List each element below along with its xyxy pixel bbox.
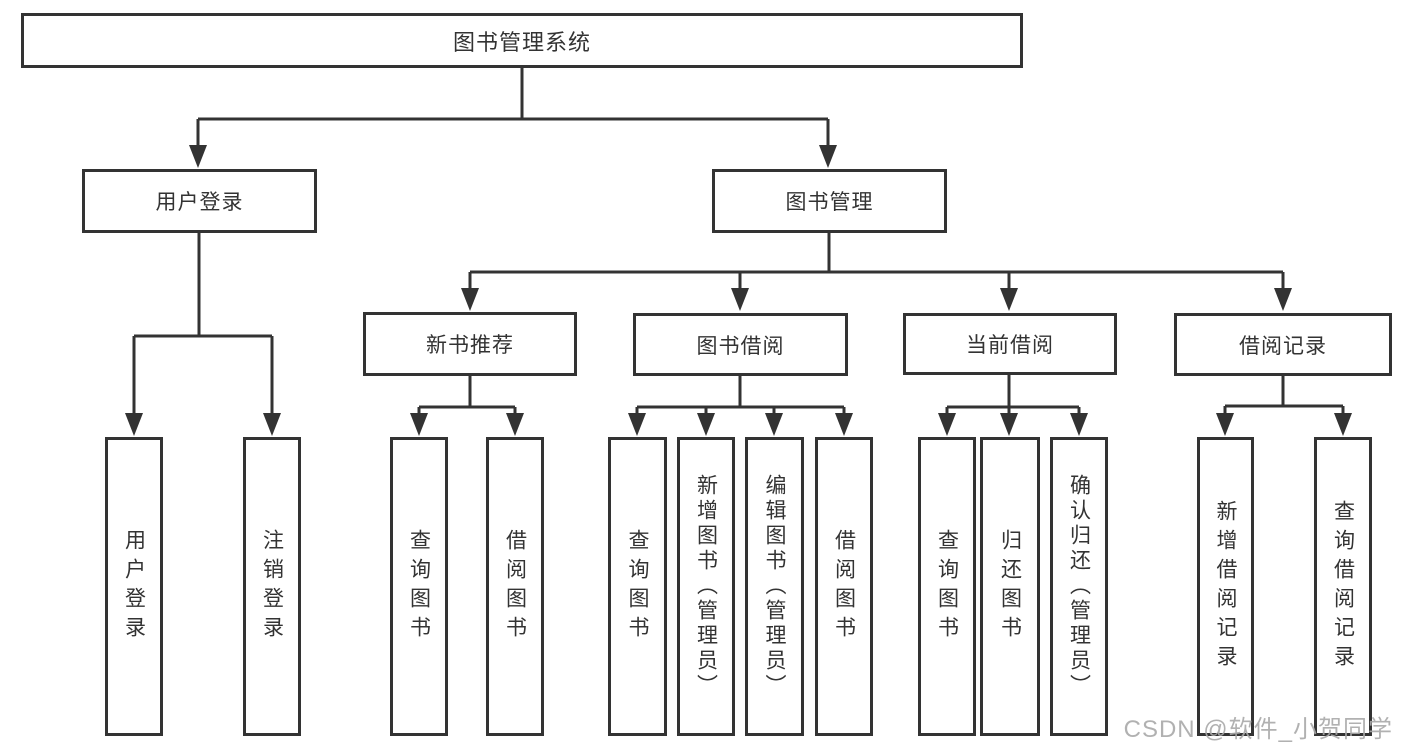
arrowhead (263, 413, 281, 436)
node-book-management: 图书管理 (712, 169, 947, 233)
arrowhead (125, 413, 143, 436)
node-root: 图书管理系统 (21, 13, 1023, 68)
node-return-books-label: 归还图书 (998, 528, 1022, 645)
node-book-borrow-label: 图书借阅 (696, 334, 785, 358)
node-book-borrow: 图书借阅 (633, 313, 848, 376)
arrowhead (1274, 288, 1292, 311)
node-query-books-borrow: 查询图书 (608, 437, 667, 736)
node-query-books-recommend: 查询图书 (390, 437, 448, 736)
connector-book-borrow (635, 375, 846, 414)
node-root-label: 图书管理系统 (452, 29, 591, 55)
arrowhead (461, 288, 479, 311)
connector-current-borrow (945, 375, 1081, 414)
connector-user-login (132, 233, 274, 414)
node-borrow-records-label: 借阅记录 (1239, 334, 1327, 358)
node-query-books-current: 查询图书 (918, 437, 976, 736)
node-query-books-current-label: 查询图书 (935, 528, 959, 645)
node-return-books: 归还图书 (980, 437, 1040, 736)
node-add-books-admin: 新增图书（管理员） (677, 437, 735, 736)
arrowhead (628, 413, 646, 436)
arrowhead (189, 145, 207, 168)
node-logout-action: 注销登录 (243, 437, 301, 736)
node-borrow-books-borrow: 借阅图书 (815, 437, 873, 736)
csdn-watermark: CSDN @软件_小贺同学 (1123, 716, 1393, 743)
node-user-login-label: 用户登录 (155, 191, 244, 214)
arrowhead (731, 288, 749, 311)
arrowhead (1334, 413, 1352, 436)
node-borrow-books-recommend-label: 借阅图书 (503, 528, 527, 645)
node-new-book-recommend-label: 新书推荐 (426, 334, 514, 357)
node-current-borrow: 当前借阅 (903, 313, 1117, 375)
arrowhead (506, 413, 524, 436)
node-add-borrow-record-label: 新增借阅记录 (1214, 499, 1237, 674)
node-logout-action-label: 注销登录 (260, 528, 284, 645)
arrowhead (938, 413, 956, 436)
node-borrow-books-recommend: 借阅图书 (486, 437, 544, 736)
connector-new-book-recommend (417, 376, 517, 414)
node-query-borrow-record: 查询借阅记录 (1314, 437, 1372, 736)
arrowhead (835, 413, 853, 436)
connector-root (196, 68, 830, 148)
arrowhead (1070, 413, 1088, 436)
node-confirm-return-admin: 确认归还（管理员） (1050, 437, 1108, 736)
node-query-borrow-record-label: 查询借阅记录 (1331, 499, 1355, 674)
node-user-login-action: 用户登录 (105, 437, 163, 736)
node-edit-books-admin-label: 编辑图书（管理员） (763, 474, 786, 699)
arrowhead (1216, 413, 1234, 436)
node-add-books-admin-label: 新增图书（管理员） (694, 474, 718, 699)
node-edit-books-admin: 编辑图书（管理员） (745, 437, 804, 736)
node-confirm-return-admin-label: 确认归还（管理员） (1067, 474, 1091, 699)
arrowhead (1000, 413, 1018, 436)
arrowhead (697, 413, 715, 436)
node-add-borrow-record: 新增借阅记录 (1197, 437, 1254, 736)
node-current-borrow-label: 当前借阅 (966, 334, 1054, 357)
node-user-login: 用户登录 (82, 169, 317, 233)
node-query-books-recommend-label: 查询图书 (407, 528, 431, 645)
node-borrow-books-borrow-label: 借阅图书 (832, 528, 856, 645)
arrowhead (1000, 288, 1018, 311)
connector-borrow-records (1223, 376, 1345, 414)
node-query-books-borrow-label: 查询图书 (626, 528, 649, 645)
arrowhead (819, 145, 837, 168)
arrowhead (765, 413, 783, 436)
node-new-book-recommend: 新书推荐 (363, 312, 577, 376)
node-user-login-action-label: 用户登录 (122, 528, 146, 645)
node-borrow-records: 借阅记录 (1174, 313, 1392, 376)
arrowhead (410, 413, 428, 436)
node-book-management-label: 图书管理 (785, 191, 874, 214)
connector-book-management (468, 233, 1285, 290)
